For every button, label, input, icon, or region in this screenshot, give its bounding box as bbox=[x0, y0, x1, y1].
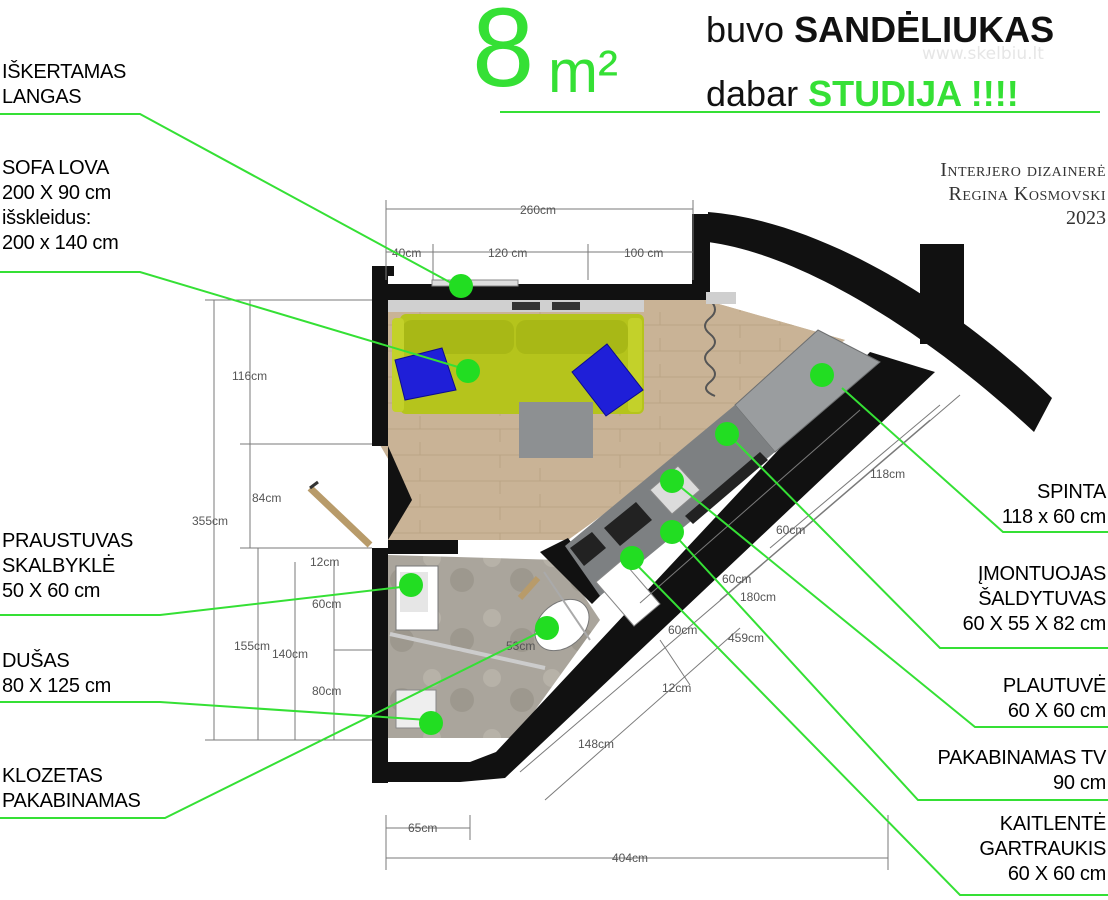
leader-sofa bbox=[0, 271, 469, 371]
svg-text:40cm: 40cm bbox=[392, 246, 421, 260]
svg-text:100 cm: 100 cm bbox=[624, 246, 663, 260]
wall-wedge bbox=[388, 446, 412, 540]
leader-fridge bbox=[727, 433, 1108, 649]
svg-text:118cm: 118cm bbox=[870, 467, 905, 481]
marker-bath-sink bbox=[399, 573, 423, 597]
marker-hob bbox=[620, 546, 644, 570]
fridge-front bbox=[604, 502, 652, 546]
label-kitchen-sink: PLAUTUVĖ 60 X 60 cm bbox=[1002, 675, 1106, 722]
label-tv: PAKABINAMAS TV 90 cm bbox=[937, 747, 1107, 794]
leader-hob bbox=[631, 559, 1108, 896]
label-sink-washer: PRAUSTUVAS SKALBYKLĖ 50 X 60 cm bbox=[2, 530, 134, 602]
dimension-texts: 260cm 40cm 120 cm 100 cm 116cm 84cm 355c… bbox=[192, 203, 905, 865]
svg-text:180cm: 180cm bbox=[740, 590, 776, 604]
shower-glass bbox=[389, 632, 546, 670]
dimension-lines bbox=[205, 200, 961, 870]
leader-sink bbox=[0, 585, 411, 616]
svg-text:355cm: 355cm bbox=[192, 514, 228, 528]
door-leaf-bath bbox=[517, 575, 541, 601]
walls bbox=[372, 212, 1052, 783]
title-line-2-word: STUDIJA !!!! bbox=[808, 73, 1019, 114]
designer-name: Regina Kosmovski bbox=[948, 183, 1106, 205]
designer-credit: Interjero dizainerė Regina Kosmovski 202… bbox=[940, 158, 1106, 230]
door-leaf-left bbox=[307, 485, 373, 548]
svg-text:116cm: 116cm bbox=[232, 369, 267, 383]
marker-window bbox=[449, 274, 473, 298]
wall-arc bbox=[708, 212, 1052, 432]
hob-black bbox=[570, 532, 606, 566]
svg-text:12cm: 12cm bbox=[662, 681, 691, 695]
designer-role: Interjero dizainerė bbox=[940, 159, 1106, 181]
wall-partition-diag bbox=[540, 538, 606, 604]
marker-shower bbox=[419, 711, 443, 735]
wall-top-left bbox=[372, 266, 394, 276]
svg-text:12cm: 12cm bbox=[310, 555, 339, 569]
wall-top-right bbox=[692, 214, 710, 300]
label-toilet: KLOZETAS PAKABINAMAS bbox=[2, 765, 141, 812]
svg-text:260cm: 260cm bbox=[520, 203, 556, 217]
leader-kitchen-sink bbox=[671, 479, 1108, 728]
label-sofa: SOFA LOVA 200 X 90 cm išskleidus: 200 x … bbox=[2, 157, 119, 254]
svg-text:84cm: 84cm bbox=[252, 491, 281, 505]
svg-text:53cm: 53cm bbox=[506, 639, 535, 653]
bathroom-floor bbox=[388, 555, 600, 738]
svg-text:60cm: 60cm bbox=[776, 523, 805, 537]
svg-text:80cm: 80cm bbox=[312, 684, 341, 698]
svg-text:155cm: 155cm bbox=[234, 639, 270, 653]
title-line-2-prefix: dabar bbox=[706, 73, 799, 114]
svg-text:148cm: 148cm bbox=[578, 737, 614, 751]
leader-tv bbox=[671, 531, 1108, 801]
label-fridge: ĮMONTUOJAS ŠALDYTUVAS 60 X 55 X 82 cm bbox=[962, 563, 1107, 635]
marker-wardrobe bbox=[810, 363, 834, 387]
svg-text:140cm: 140cm bbox=[272, 647, 308, 661]
svg-text:459cm: 459cm bbox=[728, 631, 764, 645]
title-line-1-word: SANDĖLIUKAS bbox=[794, 9, 1055, 50]
leader-wardrobe bbox=[841, 387, 1108, 533]
hob bbox=[595, 559, 661, 627]
svg-text:60cm: 60cm bbox=[668, 623, 697, 637]
svg-text:404cm: 404cm bbox=[612, 851, 648, 865]
window bbox=[431, 279, 519, 287]
title-line-2: dabar STUDIJA !!!! bbox=[706, 72, 1019, 116]
callout-lines bbox=[0, 111, 1108, 896]
wall-left-lower bbox=[372, 548, 388, 783]
tv-panel bbox=[685, 452, 768, 524]
wall-left-upper bbox=[372, 268, 388, 446]
wardrobe bbox=[734, 329, 881, 453]
area-unit: m² bbox=[548, 38, 618, 105]
marker-tv bbox=[660, 520, 684, 544]
marker-kitchen-sink bbox=[660, 469, 684, 493]
sofa-back-right bbox=[516, 320, 628, 354]
designer-year: 2023 bbox=[1066, 207, 1106, 229]
leader-shower bbox=[0, 701, 429, 721]
sofa-back-left bbox=[402, 320, 514, 354]
label-window: IŠKERTAMAS LANGAS bbox=[2, 61, 127, 108]
pillow-right bbox=[571, 343, 644, 417]
label-wardrobe: SPINTA 118 x 60 cm bbox=[1001, 481, 1106, 528]
wall-column bbox=[920, 244, 964, 344]
markers bbox=[399, 274, 834, 735]
cable bbox=[704, 299, 716, 397]
marker-toilet bbox=[535, 616, 559, 640]
title-line-1: buvo SANDĖLIUKAS bbox=[706, 8, 1054, 52]
area-number: 8 bbox=[472, 0, 535, 110]
coffee-table bbox=[519, 402, 593, 458]
marker-fridge bbox=[715, 422, 739, 446]
svg-text:65cm: 65cm bbox=[408, 821, 437, 835]
watermark: www.skelbiu.lt bbox=[922, 44, 1044, 64]
wall-diagonal bbox=[372, 352, 935, 782]
leader-window bbox=[0, 113, 456, 286]
label-hob: KAITLENTĖ GARTRAUKIS 60 X 60 cm bbox=[979, 813, 1106, 885]
svg-text:120 cm: 120 cm bbox=[488, 246, 527, 260]
label-shower: DUŠAS 80 X 125 cm bbox=[2, 650, 111, 697]
svg-text:60cm: 60cm bbox=[722, 572, 751, 586]
title-line-1-prefix: buvo bbox=[706, 9, 785, 50]
svg-text:60cm: 60cm bbox=[312, 597, 341, 611]
leader-toilet bbox=[0, 627, 549, 819]
marker-sofa bbox=[456, 359, 480, 383]
wall-partition bbox=[388, 540, 458, 554]
